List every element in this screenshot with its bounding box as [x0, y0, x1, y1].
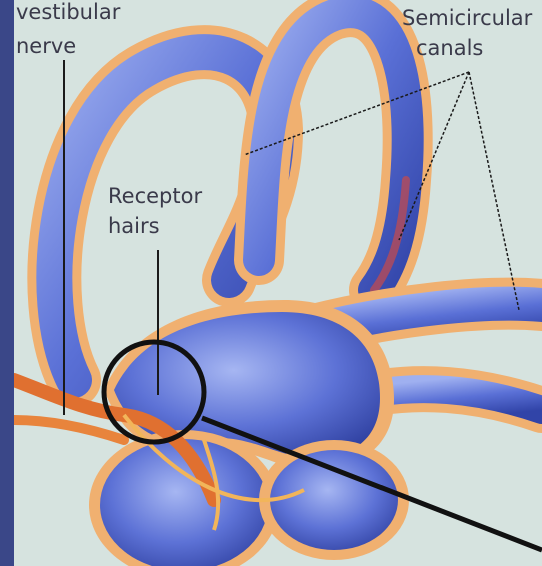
inner-ear-illustration: vestibular nerve Semicircular canals Rec… [14, 0, 542, 566]
vestibular-nerve-label-line-1: vestibular [16, 0, 120, 25]
receptor-hairs-label-line-1: Receptor [108, 184, 202, 209]
vestibular-system-drawing [14, 0, 542, 566]
vestibular-nerve-label-line-2: nerve [16, 34, 76, 59]
receptor-hairs-label-line-2: hairs [108, 214, 160, 239]
semicircular-canals-label-line-1: Semicircular [402, 6, 532, 31]
semicircular-canals-label-line-2: canals [416, 36, 483, 61]
cochlear-duct [270, 450, 398, 550]
